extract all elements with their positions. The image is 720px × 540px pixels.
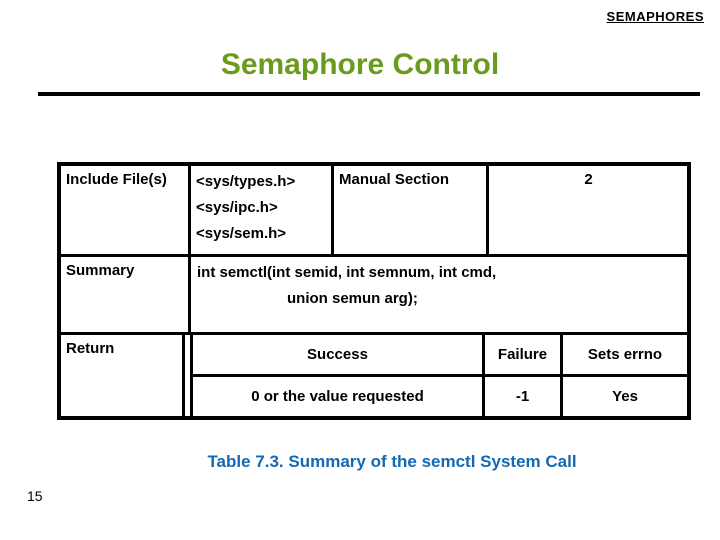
manual-section-label: Manual Section — [334, 166, 489, 254]
include-files-list: <sys/types.h> <sys/ipc.h> <sys/sem.h> — [191, 166, 334, 254]
sets-errno-header: Sets errno — [587, 346, 663, 363]
failure-header: Failure — [485, 335, 563, 374]
return-label: Return — [61, 335, 185, 416]
summary-line-1: int semctl(int semid, int semnum, int cm… — [197, 264, 497, 281]
table-row-include-files: Include File(s) <sys/types.h> <sys/ipc.h… — [61, 166, 687, 257]
include-file-item: <sys/types.h> — [196, 173, 296, 190]
return-header-row: Success Failure Sets errno — [193, 335, 687, 377]
summary-line-2: union semun arg); — [287, 290, 418, 307]
include-file-item: <sys/sem.h> — [196, 225, 287, 242]
summary-text: int semctl(int semid, int semnum, int cm… — [191, 257, 687, 332]
title-rule-divider — [38, 92, 700, 96]
failure-value: -1 — [485, 377, 563, 416]
table-caption: Table 7.3. Summary of the semctl System … — [207, 452, 577, 471]
include-file-item: <sys/ipc.h> — [196, 199, 278, 216]
return-values-row: 0 or the value requested -1 Yes — [193, 377, 687, 416]
semctl-spec-table: Include File(s) <sys/types.h> <sys/ipc.h… — [57, 162, 691, 420]
success-value: 0 or the value requested — [193, 377, 485, 416]
page-number: 15 — [27, 488, 43, 504]
manual-section-value: 2 — [584, 171, 593, 188]
success-header: Success — [193, 335, 485, 374]
slide-title: Semaphore Control — [220, 48, 500, 81]
sets-errno-value: Yes — [612, 388, 638, 405]
return-results-table: Success Failure Sets errno 0 or the valu… — [190, 335, 687, 416]
table-row-summary: Summary int semctl(int semid, int semnum… — [61, 257, 687, 335]
slide-header-label: SEMAPHORES — [606, 9, 704, 24]
summary-label: Summary — [61, 257, 191, 332]
include-files-label: Include File(s) — [61, 166, 191, 254]
table-row-return: Return Success Failure Sets errno 0 or t… — [61, 335, 687, 416]
